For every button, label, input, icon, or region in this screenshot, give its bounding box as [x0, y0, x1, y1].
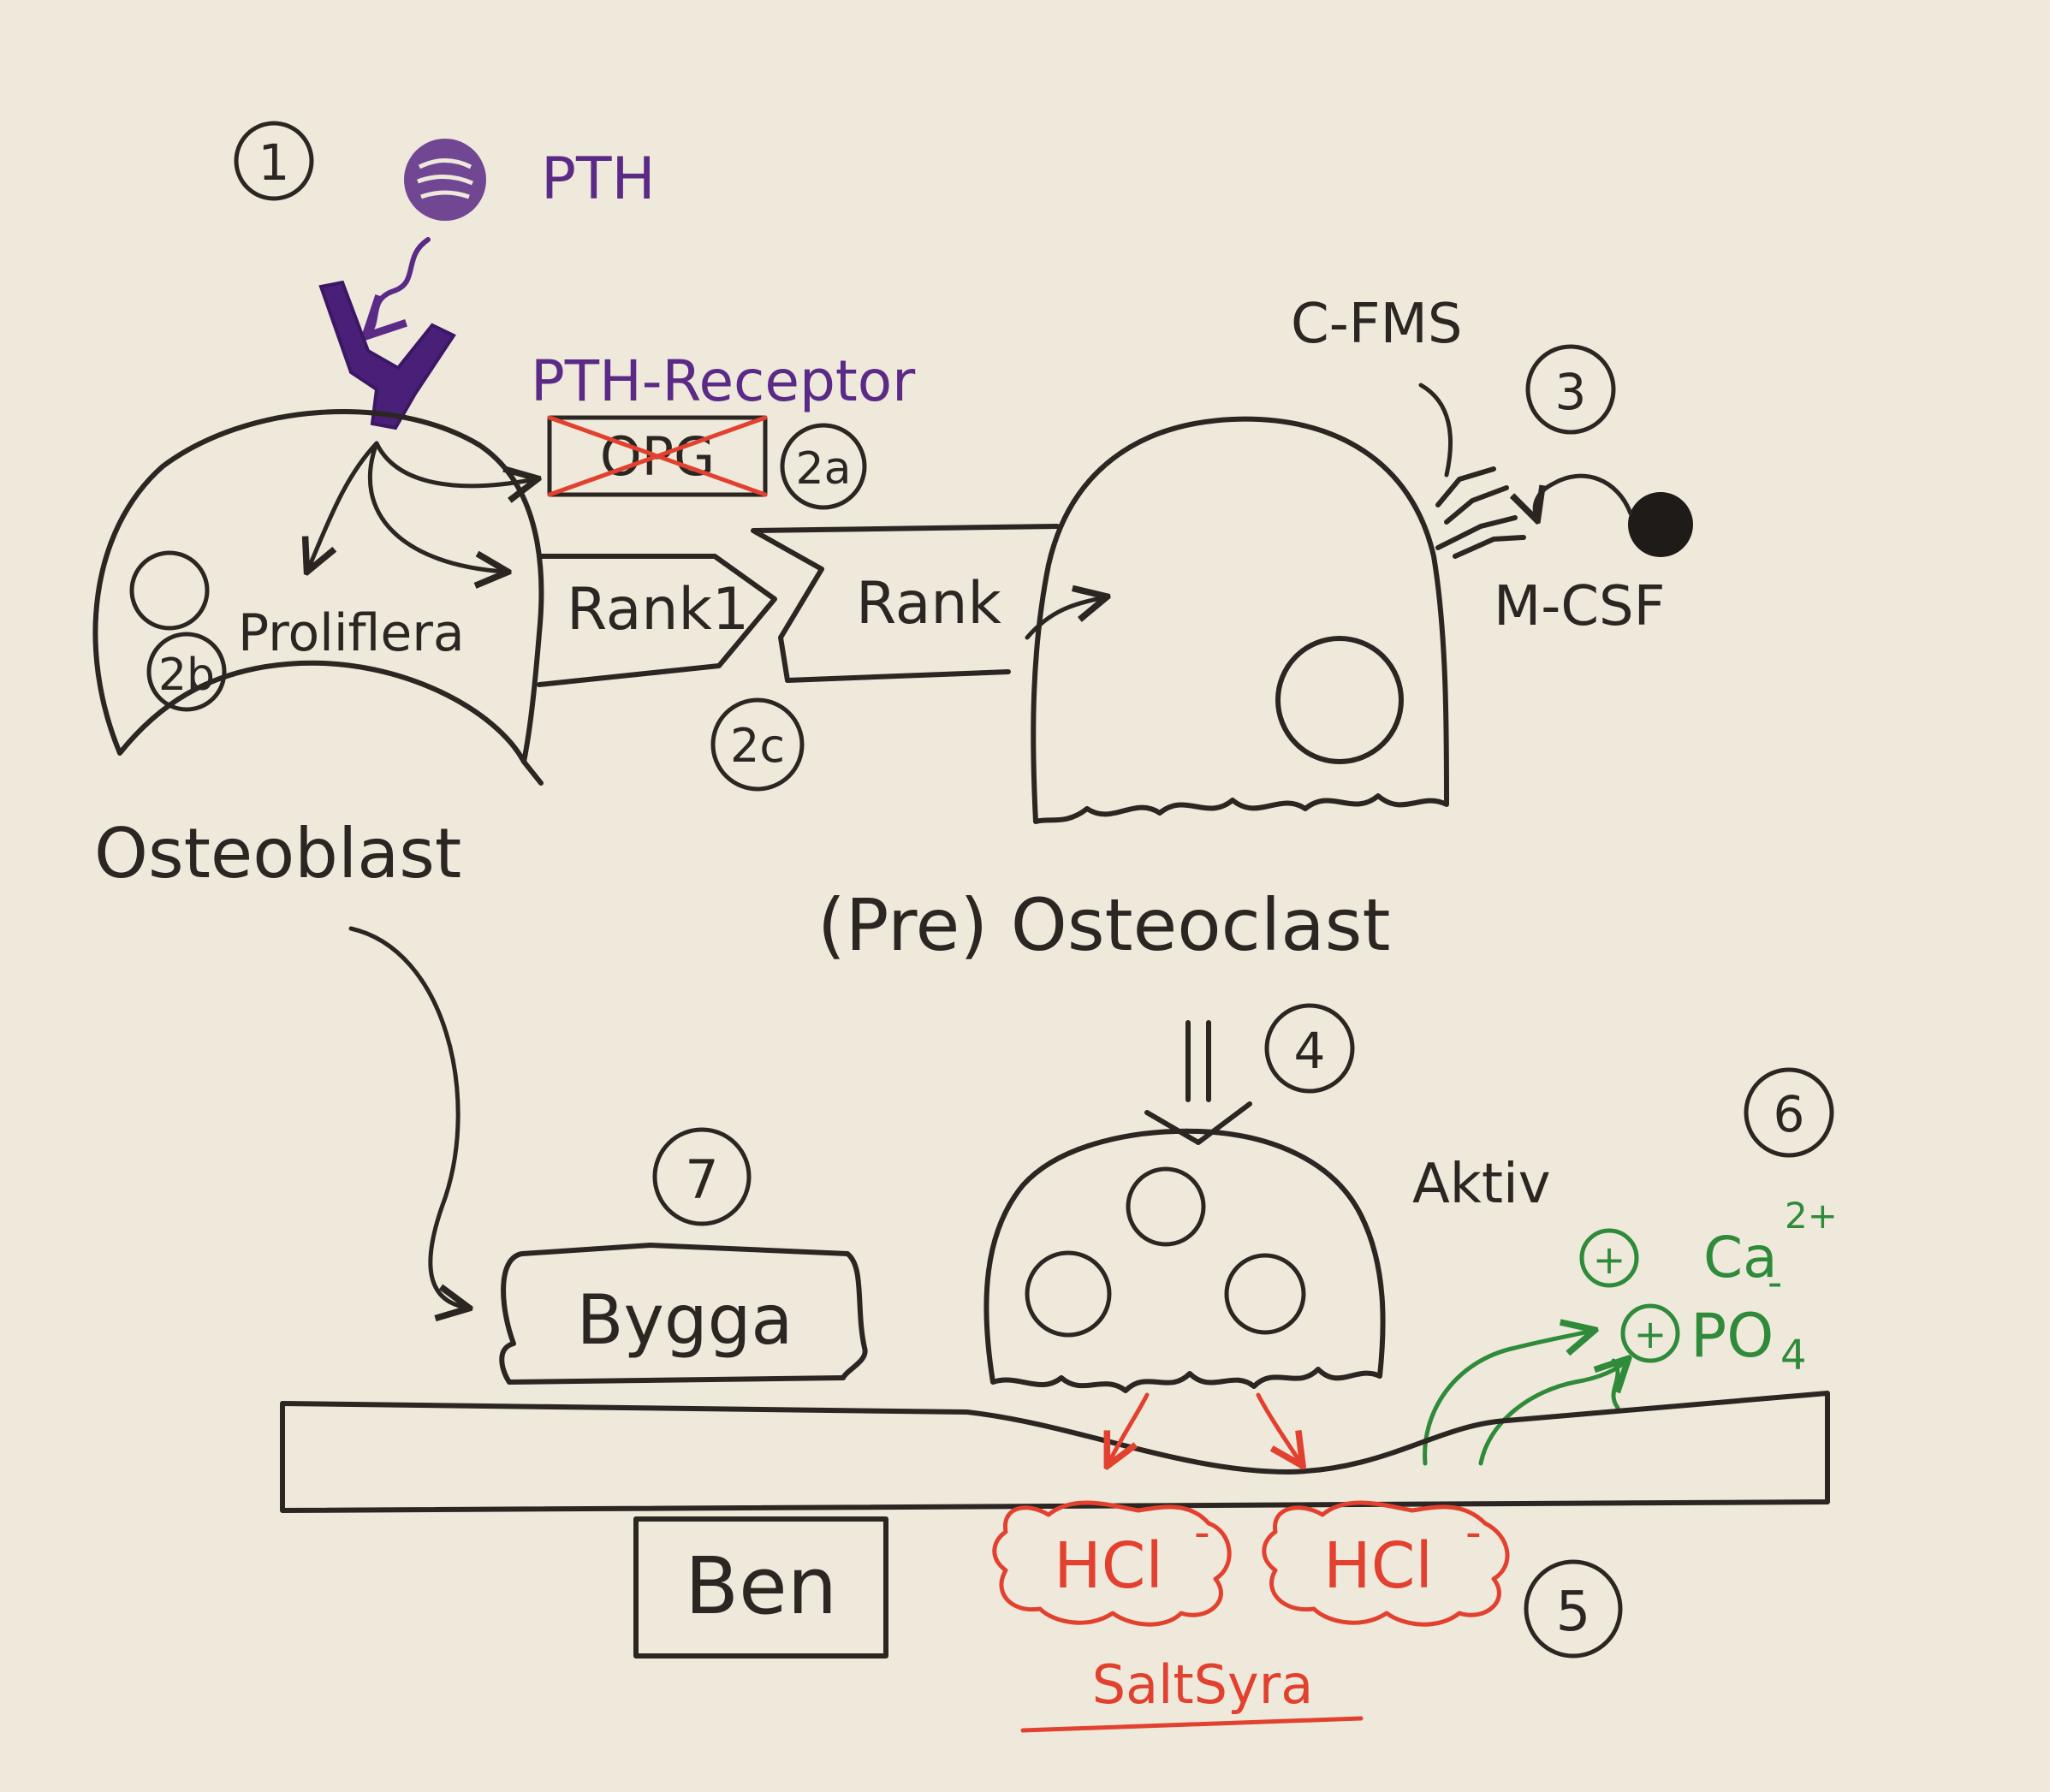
preosteoclast-cell [1031, 416, 1449, 824]
bygga-label: Bygga [577, 1280, 793, 1360]
acid-arrow-1 [1108, 1392, 1150, 1463]
calcium-plus: + [1593, 1237, 1626, 1283]
rank-receptor [751, 524, 1060, 683]
osteoblast-cell [92, 409, 544, 764]
hcl-cloud-1: HCl - [992, 1500, 1232, 1627]
osteoblast-nucleus [129, 550, 210, 631]
rank-signal-arrow [1025, 597, 1104, 640]
step-7-label: 7 [685, 1148, 718, 1211]
step-4-label: 4 [1294, 1022, 1326, 1080]
m-csf-label: M-CSF [1494, 575, 1665, 638]
aktiv-label: Aktiv [1412, 1153, 1551, 1216]
c-fms-pointer [1418, 383, 1453, 478]
calcium-label: Ca [1703, 1225, 1778, 1291]
pth-hormone [404, 139, 486, 221]
hcl-cloud-2: HCl - [1262, 1500, 1510, 1627]
step-5-label: 5 [1556, 1581, 1591, 1644]
pth-binding-arrow [368, 237, 431, 334]
opg-arrow [374, 441, 535, 486]
m-csf-binding-arrow [1535, 473, 1633, 518]
step-6-label: 6 [1774, 1085, 1805, 1143]
osteoblast-build-arrow [348, 926, 466, 1308]
rankl-arrow [367, 441, 505, 572]
activation-arrow-shaft [1185, 1020, 1211, 1102]
step-7-marker: 7 [652, 1127, 752, 1226]
osteoclast-nucleus-2 [1025, 1250, 1112, 1338]
mineral-squiggle [1611, 1358, 1620, 1410]
step-5-marker: 5 [1524, 1559, 1623, 1658]
bone-surface [280, 1391, 1830, 1513]
bygga-bottom-line [507, 1375, 846, 1385]
proliferation-label: Proliflera [238, 603, 465, 663]
acid-arrow-2 [1256, 1392, 1301, 1463]
step-3-marker: 3 [1525, 344, 1616, 435]
step-1-marker: 1 [234, 121, 314, 201]
saltsyra-underline [1020, 1716, 1364, 1733]
pth-label: PTH [541, 145, 656, 213]
mineral-release-arrow-1 [1423, 1331, 1592, 1466]
pth-receptor-shape [318, 280, 456, 430]
phosphate-label: PO [1691, 1301, 1774, 1371]
rankl-ligand [537, 554, 777, 687]
ben-box [633, 1516, 888, 1658]
step-1-label: 1 [258, 134, 290, 192]
step-2a-marker: 2a [780, 423, 867, 510]
calcium-ion: + Ca 2+ [1579, 1195, 1838, 1291]
hcl-2-charge: - [1465, 1507, 1482, 1558]
calcium-charge: 2+ [1785, 1195, 1838, 1237]
m-csf-ligand [1628, 492, 1693, 557]
active-osteoclast-cell [983, 1128, 1386, 1393]
step-2c-marker: 2c [710, 697, 805, 792]
osteoclast-nucleus-1 [1126, 1166, 1206, 1247]
saltsyra-label: SaltSyra [1092, 1653, 1313, 1716]
c-fms-label: C-FMS [1291, 293, 1462, 356]
phosphate-plus: + [1634, 1311, 1667, 1357]
opg-cross-out [547, 415, 768, 497]
phosphate-charge: - [1768, 1259, 1782, 1307]
step-3-label: 3 [1555, 363, 1587, 421]
hcl-1-charge: - [1194, 1507, 1210, 1558]
proliferation-arrow [308, 441, 379, 569]
step-2a-label: 2a [796, 443, 852, 495]
pth-receptor-label: PTH-Receptor [531, 348, 916, 414]
osteoclast-nucleus-3 [1224, 1253, 1306, 1335]
ben-label: Ben [685, 1540, 837, 1632]
step-6-marker: 6 [1744, 1067, 1834, 1158]
bygga-bracket-right [841, 1251, 868, 1380]
preosteoclast-label: (Pre) Osteoclast [817, 883, 1390, 967]
phosphate-ion: + PO 4 - [1620, 1259, 1807, 1380]
osteoblast-label: Osteoblast [94, 814, 461, 893]
activation-arrow-head [1144, 1101, 1252, 1145]
rankl-label: Rank1 [567, 576, 749, 644]
preosteoclast-nucleus [1275, 636, 1404, 764]
phosphate-subscript: 4 [1780, 1332, 1807, 1380]
bygga-top-line [520, 1243, 850, 1256]
step-2b-marker: 2b [146, 632, 227, 712]
hcl-1-label: HCl [1054, 1529, 1163, 1603]
bygga-bracket-left [499, 1251, 525, 1385]
step-2c-label: 2c [730, 719, 785, 773]
step-2b-label: 2b [158, 650, 215, 701]
hcl-2-label: HCl [1323, 1529, 1433, 1603]
opg-box: OPG [547, 415, 768, 497]
c-fms-receptor [1435, 466, 1526, 559]
step-4-marker: 4 [1264, 1003, 1355, 1094]
mineral-release-arrow-2 [1478, 1361, 1626, 1466]
rank-label: Rank [856, 570, 1002, 638]
